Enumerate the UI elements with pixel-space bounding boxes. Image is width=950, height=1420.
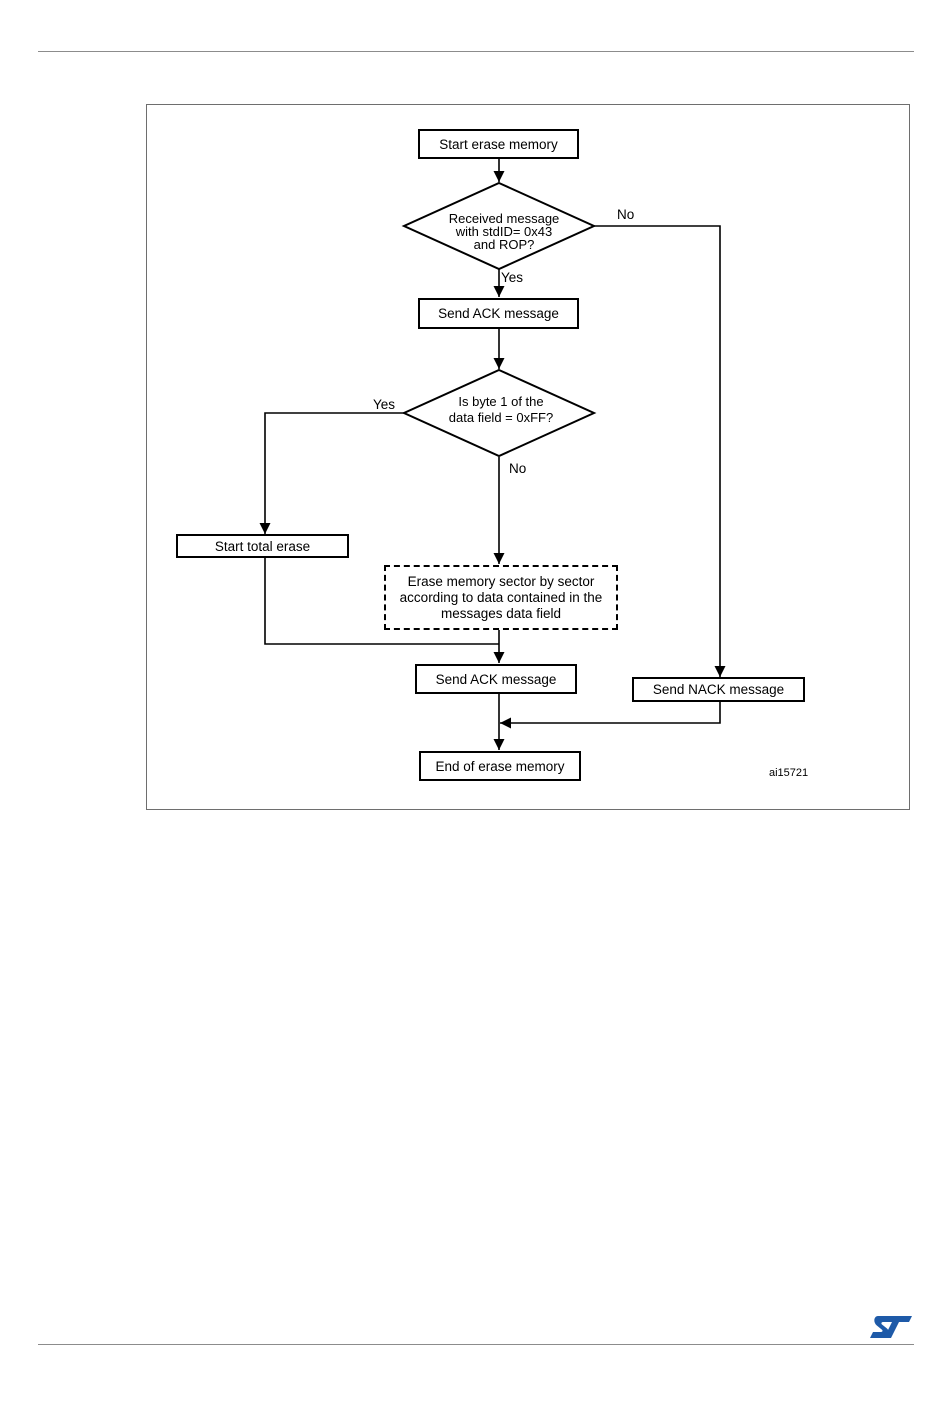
send-ack-node-2: Send ACK message (415, 664, 577, 694)
byte-yes-label: Yes (373, 397, 395, 413)
received-no-label: No (617, 207, 634, 223)
st-logo-icon (868, 1313, 914, 1341)
sector-erase-line-1: Erase memory sector by sector (408, 574, 595, 590)
decision-byte-line-1: Is byte 1 of the (422, 394, 580, 410)
end-node: End of erase memory (419, 751, 581, 781)
decision-received-text: Received message with stdID= 0x43 and RO… (424, 212, 584, 251)
sector-erase-line-2: according to data contained in the (400, 590, 603, 606)
decision-byte-line-2: data field = 0xFF? (422, 410, 580, 426)
total-erase-node: Start total erase (176, 534, 349, 558)
sector-erase-node: Erase memory sector by sector according … (384, 565, 618, 630)
decision-byte-text: Is byte 1 of the data field = 0xFF? (422, 394, 580, 426)
byte-no-label: No (509, 461, 526, 477)
received-yes-label: Yes (501, 270, 523, 286)
edge-byte-yes (265, 413, 404, 534)
decision-received-line-3: and ROP? (424, 238, 584, 251)
send-nack-node: Send NACK message (632, 677, 805, 702)
edge-nack-to-end (500, 701, 720, 723)
footer-rule (38, 1344, 914, 1345)
start-node: Start erase memory (418, 129, 579, 159)
sector-erase-line-3: messages data field (441, 606, 561, 622)
figure-id: ai15721 (769, 767, 808, 779)
send-ack-node-1: Send ACK message (418, 298, 579, 329)
